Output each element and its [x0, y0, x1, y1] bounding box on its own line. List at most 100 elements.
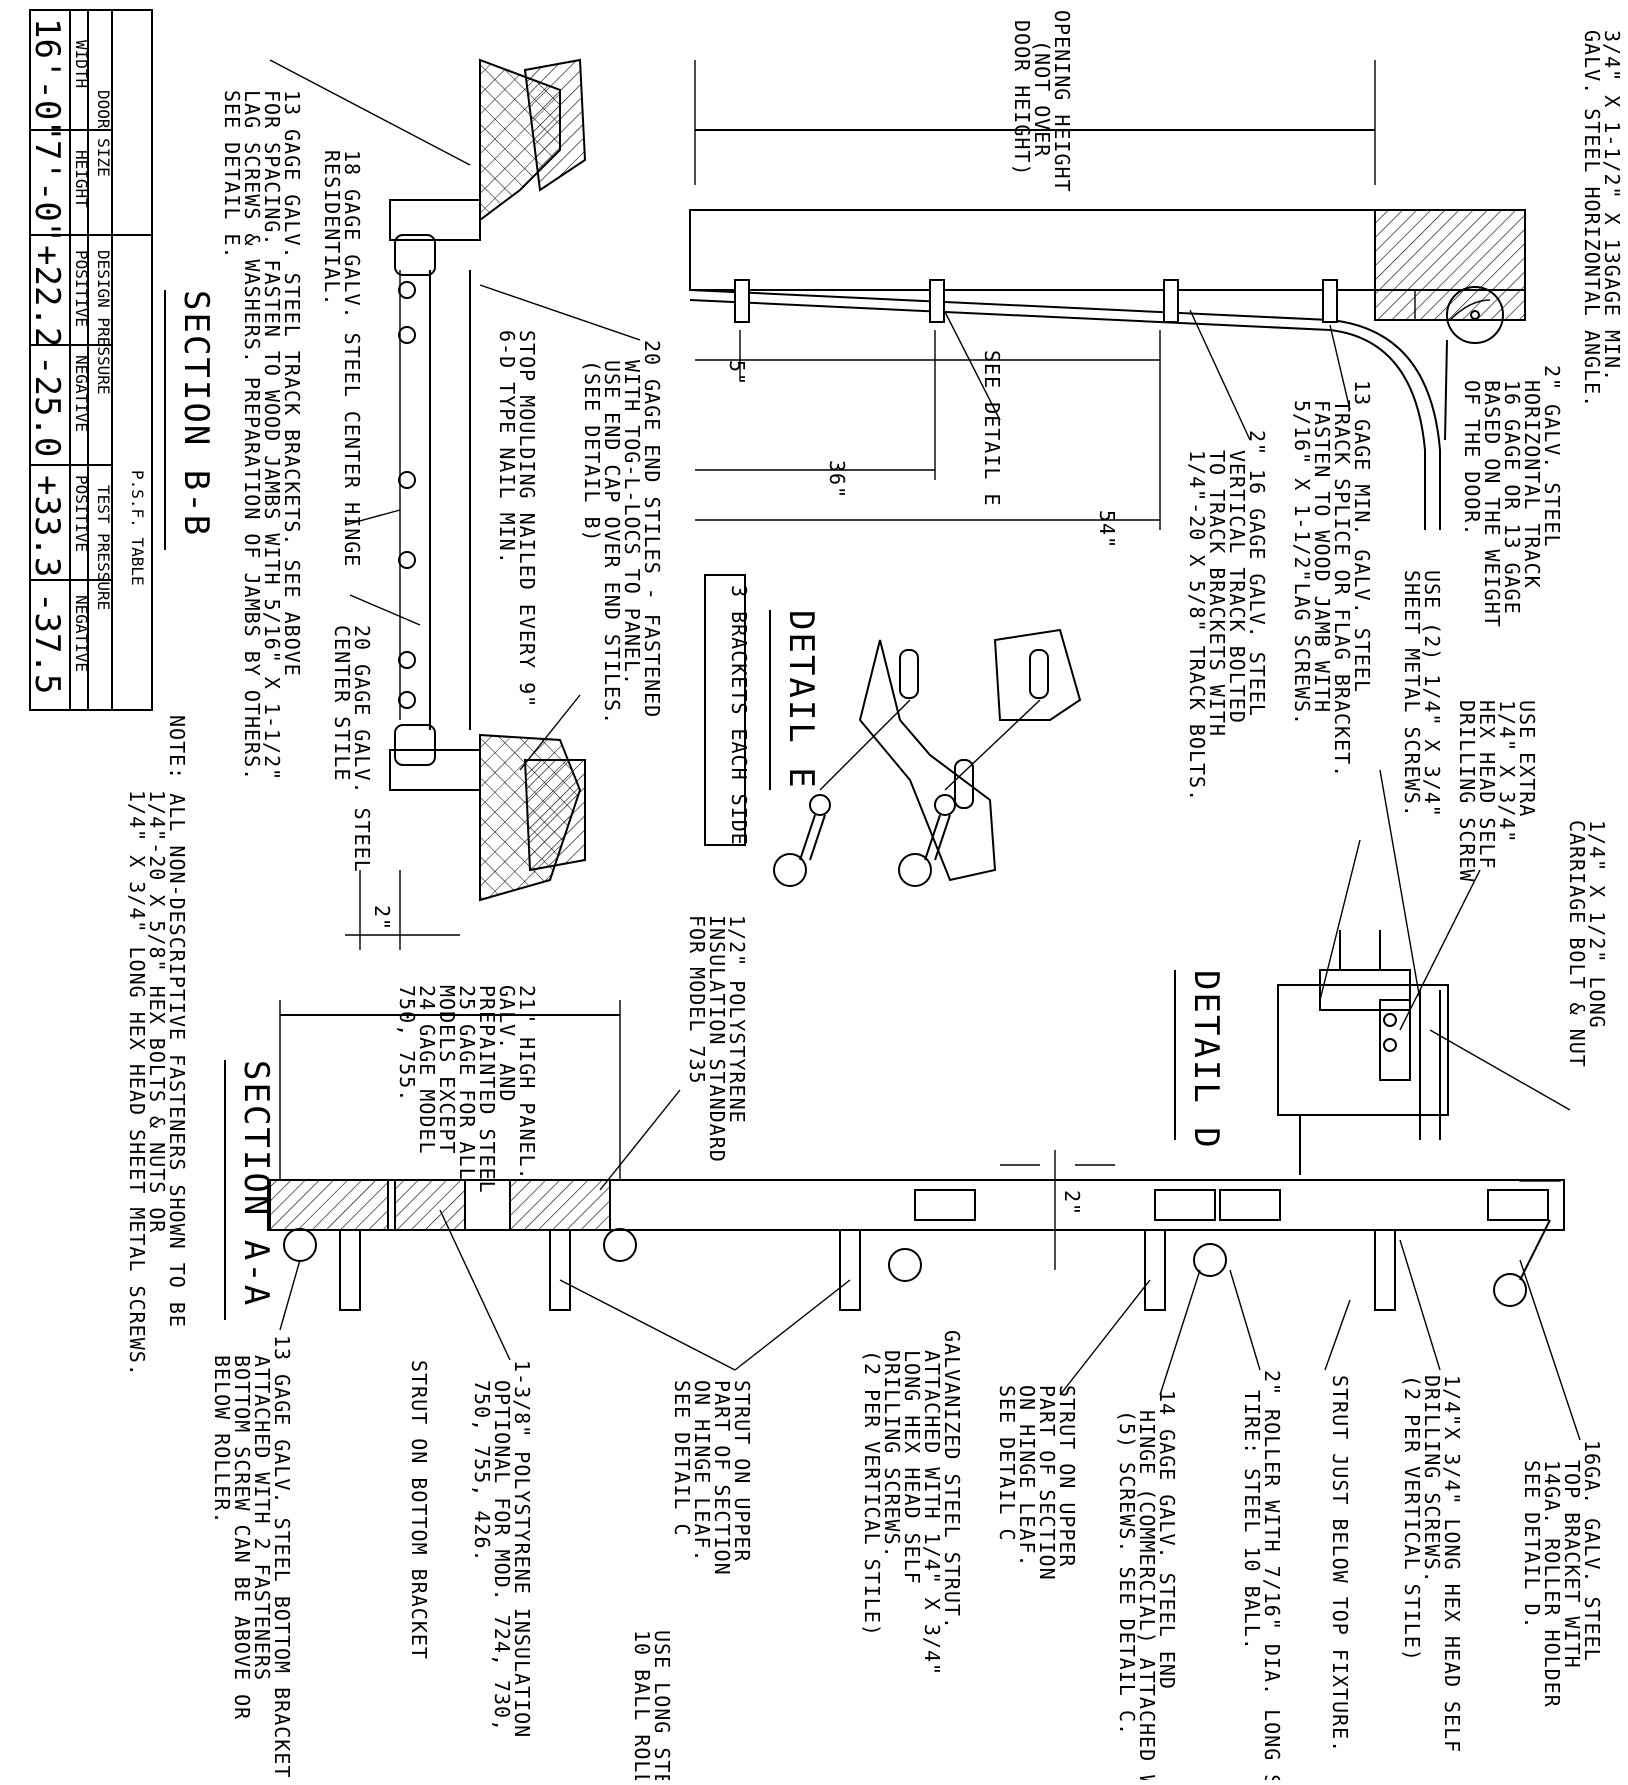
note-sheet-metal-screws-2: SHEET METAL SCREWS. — [1400, 570, 1424, 818]
table-negative-2: NEGATIVE — [72, 595, 91, 672]
leader-lines — [269, 59, 1581, 1441]
dim-36: 36" — [825, 460, 849, 499]
note-strut-bottom: STRUT ON BOTTOM BRACKET — [407, 1360, 431, 1660]
note-vertical-track-4: 1/4"-20 X 5/8" TRACK BOLTS. — [1185, 450, 1209, 802]
note-end-stiles-3: USE END CAP OVER END STILES. — [600, 360, 624, 725]
title-detail-e: DETAIL E — [781, 610, 821, 790]
note-stop-moulding-1: STOP MOULDING NAILED EVERY 9" — [515, 330, 539, 708]
note-end-stiles-2: WITH TOG-L-LOCS TO PANEL. — [620, 360, 644, 686]
note-track-splice-2: TRACK SPLICE OR FLAG BRACKET. — [1330, 400, 1354, 778]
dim-2-b: 2" — [370, 905, 394, 931]
note-stop-moulding-2: 6-D TYPE NAIL MIN. — [495, 330, 519, 565]
note-self-drill-3: (2 PER VERTICAL STILE) — [1400, 1375, 1424, 1662]
table-value-design-neg: -25.0 — [27, 355, 67, 457]
note-strut-upper-2-4: SEE DETAIL C — [995, 1385, 1019, 1542]
note-bottom-bracket-2: ATTACHED WITH 2 FASTENERS — [250, 1355, 274, 1681]
note-roller-1: 2" ROLLER WITH 7/16" DIA. LONG STEM — [1260, 1370, 1284, 1780]
note-panel-4: 25 GAGE FOR ALL — [455, 985, 479, 1181]
note-opening-height-2: (NOT OVER — [1030, 40, 1054, 157]
table-value-test-pos: +33.3 — [27, 475, 67, 577]
dim-2-a: 2" — [1060, 1190, 1084, 1216]
table-value-test-neg: -37.5 — [27, 592, 67, 694]
note-insulation-standard-1: 1/2" POLYSTYRENE — [725, 915, 749, 1124]
section-bb — [345, 58, 587, 950]
note-insulation-optional-2: OPTIONAL FOR MOD. 724, 730, — [490, 1380, 514, 1732]
table-positive-1: POSITIVE — [72, 250, 91, 327]
note-strut-upper-2-3: ON HINGE LEAF. — [1015, 1385, 1039, 1568]
note-strut-upper-1-1: STRUT ON UPPER — [730, 1380, 754, 1563]
note-self-drill-2: DRILLING SCREWS. — [1420, 1375, 1444, 1584]
note-horizontal-track-3: 16 GAGE OR 13 GAGE — [1500, 380, 1524, 615]
note-top-bracket-1: 16GA. GALV. STEEL — [1580, 1440, 1604, 1662]
note-strut-top: STRUT JUST BELOW TOP FIXTURE. — [1328, 1375, 1352, 1753]
note-carriage-bolt-2: CARRIAGE BOLT & NUT — [1565, 820, 1589, 1068]
note-insulation-optional-1: 1-3/8" POLYSTYRENE INSULATION — [510, 1360, 534, 1738]
note-residential-1: 18 GAGE GALV. STEEL CENTER HINGE — [340, 150, 364, 567]
note-track-brackets-3: LAG SCREWS & WASHERS. PREPARATION OF JAM… — [240, 90, 264, 781]
note-bottom-bracket-3: BOTTOM SCREW CAN BE ABOVE OR — [230, 1355, 254, 1720]
note-general-3: 1/4" X 3/4" LONG HEX HEAD SHEET METAL SC… — [125, 790, 149, 1377]
table-title: P.S.F. TABLE — [128, 470, 147, 586]
note-long-stem-2: 10 BALL ROLLER — [630, 1630, 654, 1780]
table-height: HEIGHT — [72, 150, 91, 208]
note-extra-screw-2: 1/4" X 3/4" — [1495, 700, 1519, 843]
note-galv-strut-3: LONG HEX HEAD SELF — [900, 1350, 924, 1585]
note-self-drill-1: 1/4"X 3/4" LONG HEX HEAD SELF — [1440, 1375, 1464, 1753]
note-panel-6: 24 GAGE MODEL — [415, 985, 439, 1155]
note-galv-strut-2: ATTACHED WITH 1/4" X 3/4" — [920, 1350, 944, 1676]
note-top-bracket-3: 14GA. ROLLER HOLDER — [1540, 1460, 1564, 1708]
note-panel-7: 750, 755. — [395, 985, 419, 1102]
note-general-1: NOTE: ALL NON-DESCRIPTIVE FASTENERS SHOW… — [165, 715, 189, 1328]
note-sheet-metal-screws-1: USE (2) 1/4" X 3/4" — [1420, 570, 1444, 818]
note-opening-height-1: OPENING HEIGHT — [1050, 10, 1074, 193]
note-strut-upper-2-2: PART OF SECTION — [1035, 1385, 1059, 1581]
note-extra-screw-1: USE EXTRA — [1515, 700, 1539, 817]
note-end-stiles-1: 20 GAGE END STILES - FASTENED — [640, 340, 664, 718]
detail-e-brackets — [704, 574, 1082, 887]
table-width: WIDTH — [72, 40, 91, 88]
note-top-angle-2: GALV. STEEL HORIZONTAL ANGLE. — [1580, 30, 1604, 408]
note-center-stile-2: CENTER STILE — [330, 625, 354, 782]
note-horizontal-track-4: BASED ON THE WEIGHT — [1480, 380, 1504, 628]
note-end-hinge-3: (5) SCREWS. SEE DETAIL C. — [1115, 1410, 1139, 1736]
note-track-splice-4: 5/16" X 1-1/2"LAG SCREWS. — [1290, 400, 1314, 726]
note-roller-2: TIRE: STEEL 10 BALL. — [1240, 1390, 1264, 1651]
note-general-2: 1/4"-20 X 5/8" HEX BOLTS & NUTS OR — [145, 790, 169, 1233]
annotations: 3/4" X 1-1/2" X 13GAGE MIN. GALV. STEEL … — [125, 10, 1624, 1785]
table-negative-1: NEGATIVE — [72, 355, 91, 432]
note-panel-1: 21" HIGH PANEL. — [515, 985, 539, 1181]
title-section-bb: SECTION B-B — [176, 290, 216, 537]
note-top-bracket-2: TOP BRACKET WITH — [1560, 1460, 1584, 1669]
note-track-brackets-4: SEE DETAIL E. — [220, 90, 244, 260]
table-design-pressure: DESIGN PRESSURE — [94, 250, 113, 395]
note-galv-strut-1: GALVANIZED STEEL STRUT. — [940, 1330, 964, 1630]
note-center-stile-1: 20 GAGE GALV. STEEL — [350, 625, 374, 873]
note-panel-2: GALV. AND — [495, 985, 519, 1102]
note-insulation-optional-3: 750, 755, 426. — [470, 1380, 494, 1563]
note-panel-5: MODELS EXCEPT — [435, 985, 459, 1155]
note-long-stem-1: USE LONG STEM — [650, 1630, 674, 1780]
table-door-size: DOOR SIZE — [94, 90, 113, 177]
view-titles: DETAIL E DETAIL D SECTION B-B SECTION A-… — [164, 290, 1226, 1320]
note-galv-strut-4: DRILLING SCREWS. — [880, 1350, 904, 1559]
note-strut-upper-1-4: SEE DETAIL C — [670, 1380, 694, 1537]
note-track-brackets-1: 13 GAGE GALV. STEEL TRACK BRACKETS. SEE … — [280, 90, 304, 677]
title-section-aa: SECTION A-A — [236, 1060, 276, 1307]
note-see-detail-e: SEE DETAIL E — [980, 350, 1004, 507]
note-end-stiles-4: (SEE DETAIL B) — [580, 360, 604, 543]
note-end-hinge-1: 14 GAGE GALV. STEEL END — [1155, 1390, 1179, 1690]
psf-table: P.S.F. TABLE DOOR SIZE WIDTH HEIGHT DESI… — [27, 9, 153, 711]
note-strut-upper-1-2: PART OF SECTION — [710, 1380, 734, 1576]
note-insulation-standard-3: FOR MODEL 735 — [685, 915, 709, 1085]
note-horizontal-track-2: HORIZONTAL TRACK — [1520, 380, 1544, 589]
note-track-brackets-2: FOR SPACING. FASTEN TO WOOD JAMBS WITH 5… — [260, 90, 284, 781]
note-top-angle-1: 3/4" X 1-1/2" X 13GAGE MIN. — [1600, 30, 1624, 382]
detail-d — [1277, 769, 1571, 1175]
note-carriage-bolt-1: 1/4" X 1/2" LONG — [1585, 820, 1609, 1029]
note-track-splice-3: FASTEN TO WOOD JAMB WITH — [1310, 400, 1334, 713]
note-horizontal-track-1: 2" GALV. STEEL — [1540, 365, 1564, 548]
note-galv-strut-5: (2 PER VERTICAL STILE) — [860, 1350, 884, 1637]
note-vertical-track-3: TO TRACK BRACKETS WITH — [1205, 450, 1229, 737]
